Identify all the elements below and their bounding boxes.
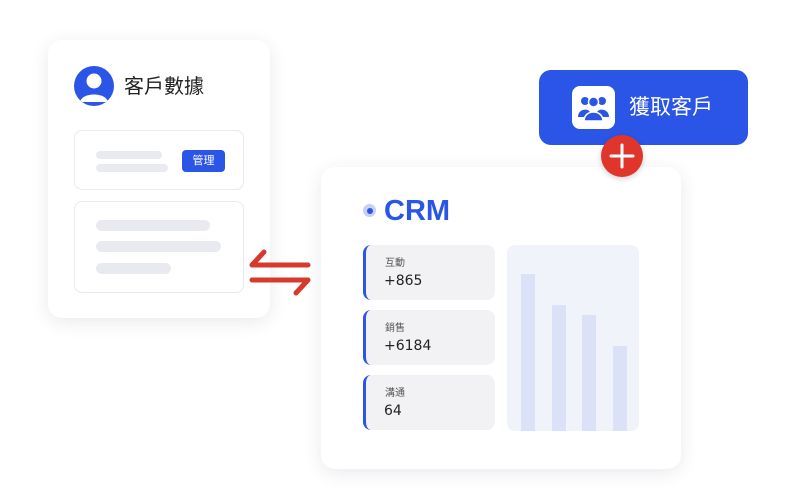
metric-card-interactions[interactable]: 互動 +865 xyxy=(363,245,495,300)
add-button[interactable] xyxy=(601,135,643,177)
placeholder-line xyxy=(96,263,171,274)
placeholder-line xyxy=(96,151,162,159)
team-icon xyxy=(572,86,615,129)
acquire-customers-button[interactable]: 獲取客戶 xyxy=(539,70,748,145)
crm-panel: CRM 互動 +865 銷售 +6184 溝通 64 xyxy=(321,167,681,469)
placeholder-line xyxy=(96,220,210,231)
customer-data-title: 客戶數據 xyxy=(124,74,204,98)
chart-bar xyxy=(582,315,596,431)
customer-data-card: 客戶數據 管理 xyxy=(48,40,270,318)
placeholder-line xyxy=(96,241,221,252)
customer-detail-box xyxy=(74,201,244,293)
plus-icon xyxy=(609,143,635,169)
customer-row[interactable]: 管理 xyxy=(74,130,244,190)
bar-chart-panel xyxy=(507,245,639,431)
bullet-dot-icon xyxy=(363,204,376,217)
crm-title: CRM xyxy=(384,195,451,227)
chart-bar xyxy=(551,305,566,431)
metric-label: 銷售 xyxy=(385,323,405,334)
metric-label: 互動 xyxy=(385,258,405,269)
swap-arrows-icon xyxy=(248,248,312,304)
chart-bar xyxy=(612,346,627,431)
metric-label: 溝通 xyxy=(385,388,405,399)
manage-button[interactable]: 管理 xyxy=(182,150,225,172)
metric-value: +865 xyxy=(384,273,423,289)
user-avatar-icon xyxy=(74,66,114,106)
metric-card-communication[interactable]: 溝通 64 xyxy=(363,375,495,430)
metric-value: 64 xyxy=(384,403,402,419)
metric-card-sales[interactable]: 銷售 +6184 xyxy=(363,310,495,365)
acquire-customers-label: 獲取客戶 xyxy=(629,95,713,119)
metric-value: +6184 xyxy=(384,338,432,354)
placeholder-line xyxy=(96,164,168,172)
chart-bar xyxy=(521,274,535,431)
